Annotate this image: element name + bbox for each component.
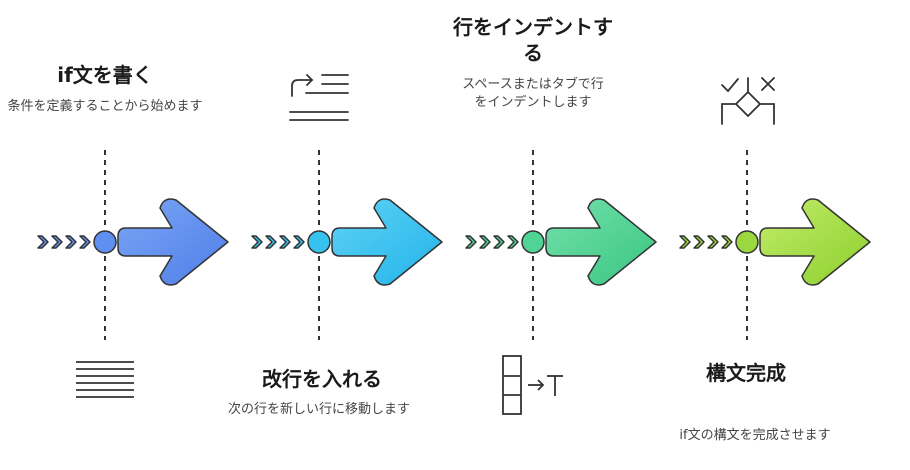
step-3-arrow (545, 198, 657, 286)
step-3-description: スペースまたはタブで行をインデントします (462, 77, 604, 110)
step-1-arrow (117, 198, 229, 286)
step-4-title: 構文完成 (706, 361, 786, 385)
step-2-flow (251, 198, 443, 286)
step-4-node (735, 230, 759, 254)
step-2-arrow (331, 198, 443, 286)
step-2-description: 次の行を新しい行に移動します (227, 402, 410, 417)
step-4-arrow (759, 198, 871, 286)
step-2-title: 改行を入れる (262, 367, 382, 391)
step-2-node (307, 230, 331, 254)
step-3-flow (465, 198, 657, 286)
text-lines-icon (76, 361, 134, 398)
step-4-description: if文の構文を完成させます (679, 428, 831, 443)
step-1-node (93, 230, 117, 254)
step-4-flow (679, 198, 871, 286)
check-cross-diamond-icon (721, 77, 775, 125)
step-1-flow (37, 198, 229, 286)
step-3-node (521, 230, 545, 254)
table-arrow-t-icon (502, 355, 563, 415)
step-1-description: 条件を定義することから始めます (7, 99, 203, 114)
step-3-title: 行をインデントする (453, 15, 613, 65)
return-lines-icon (289, 74, 349, 121)
step-1-title: if文を書く (57, 63, 153, 87)
